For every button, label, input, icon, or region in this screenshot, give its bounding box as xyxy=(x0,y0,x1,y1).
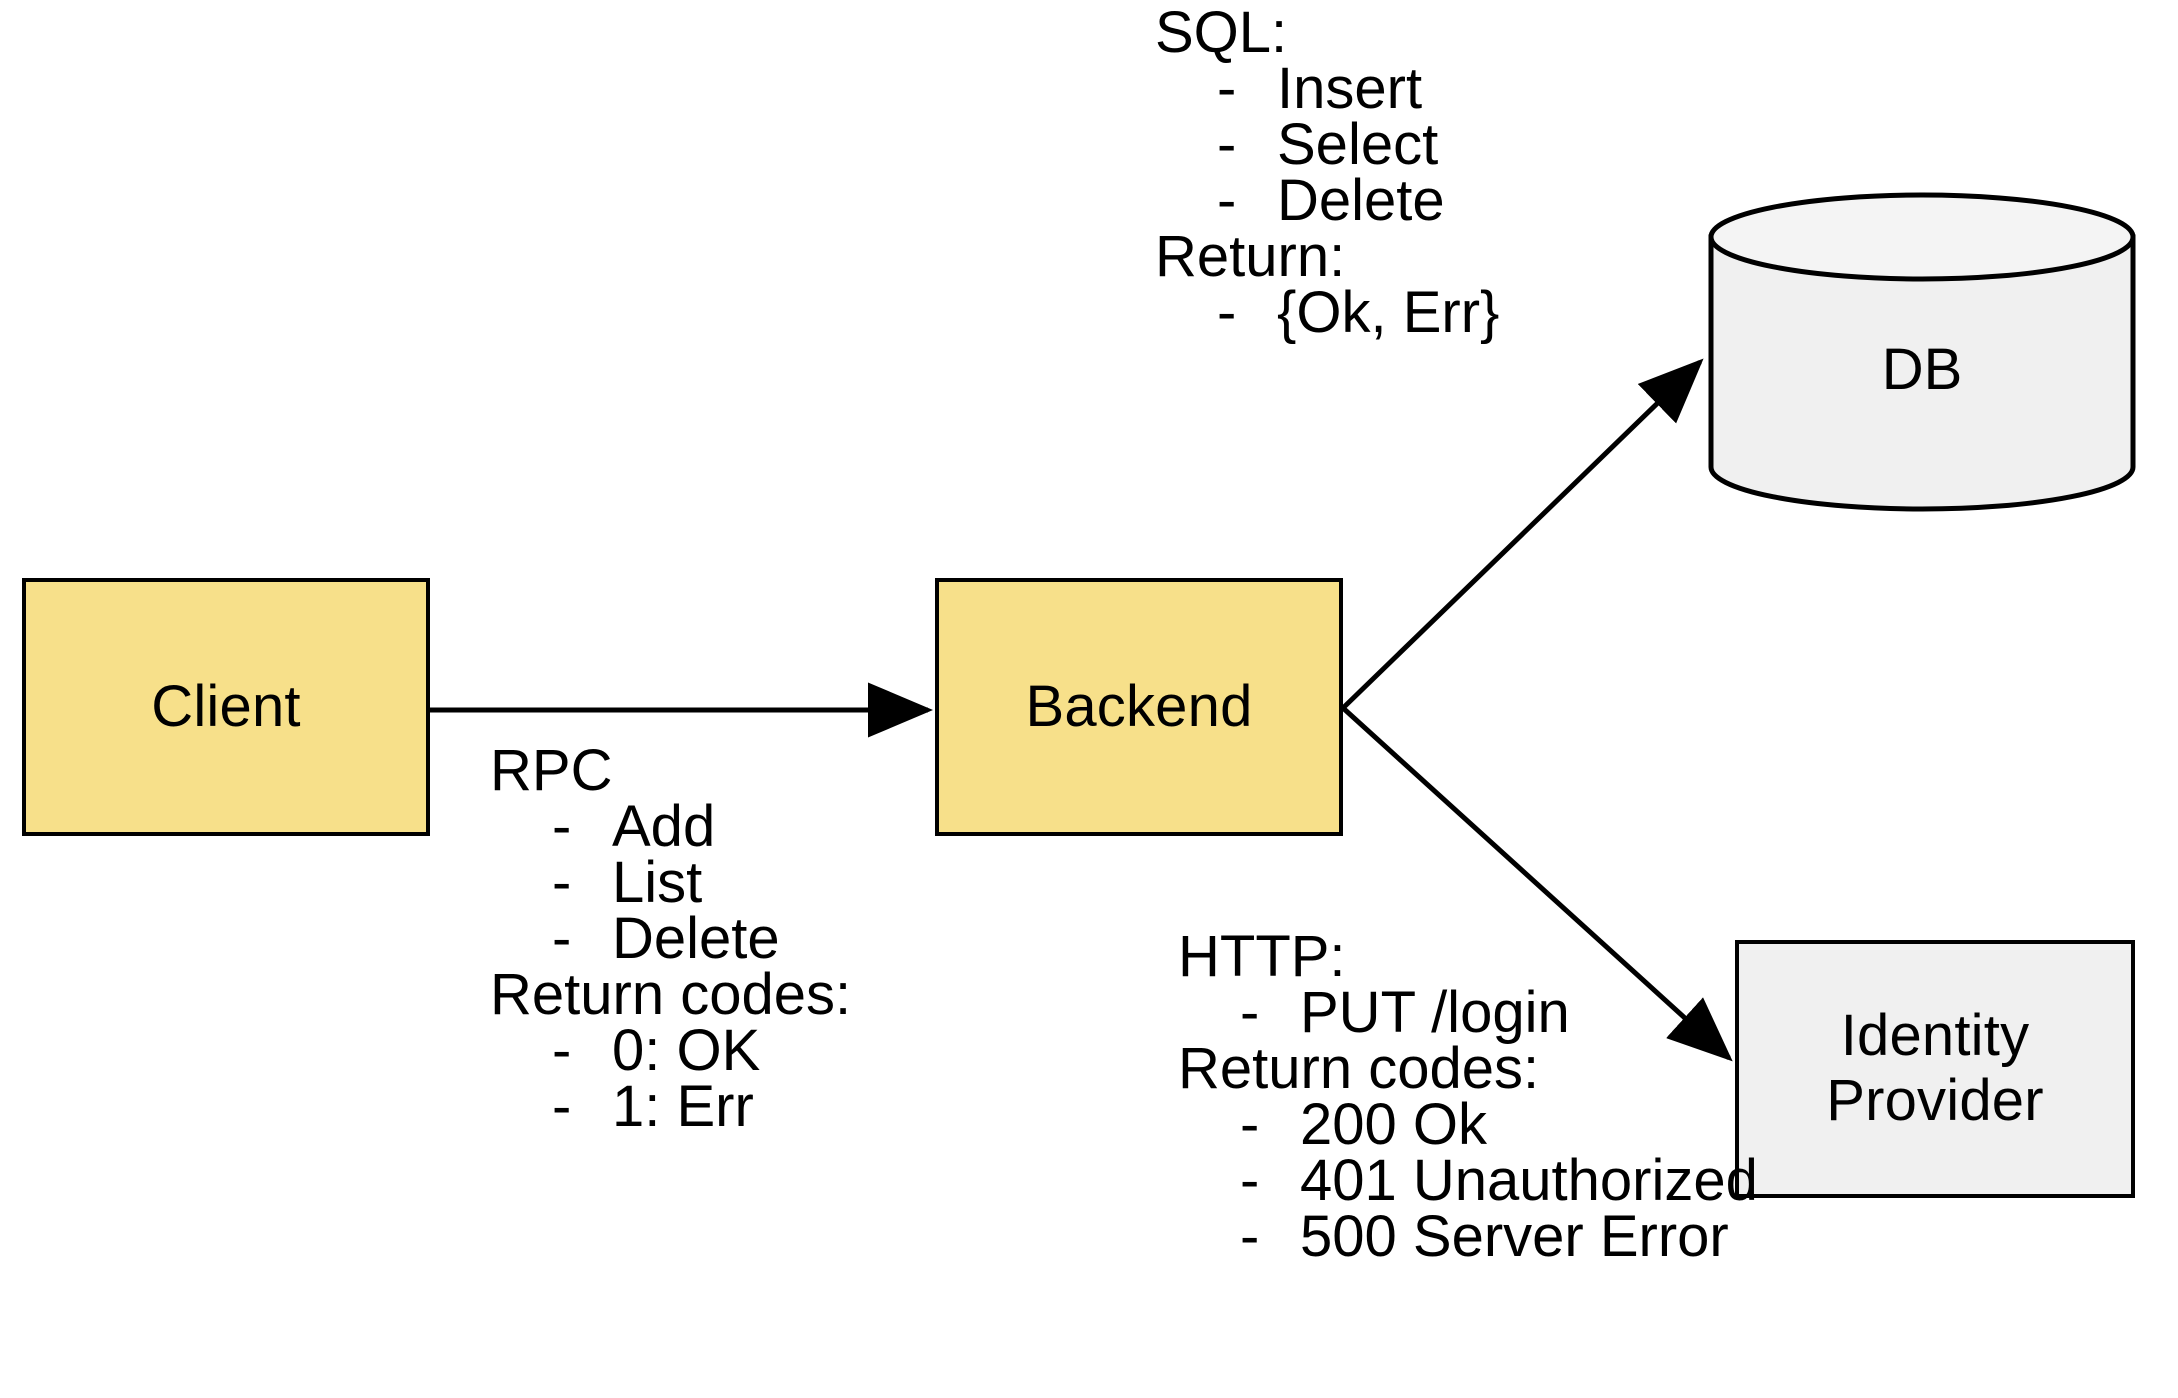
node-identity-provider[interactable]: Identity Provider xyxy=(1735,940,2135,1198)
node-db-label: DB xyxy=(1881,336,1963,402)
bullet-dash-icon: - xyxy=(552,1074,572,1139)
node-identity-provider-label-line2: Provider xyxy=(1826,1068,2044,1133)
bullet-dash-icon: - xyxy=(552,906,572,971)
node-db[interactable]: DB xyxy=(1708,192,2136,512)
bullet-dash-icon: - xyxy=(1217,168,1237,233)
annotation-rpc-method: - Delete xyxy=(490,906,851,971)
node-backend-label: Backend xyxy=(1025,673,1253,739)
annotation-sql-returns-heading: Return: xyxy=(1155,224,1346,289)
annotation-rpc-method: - List xyxy=(490,850,851,915)
annotation-http-heading: HTTP: xyxy=(1178,924,1346,989)
annotation-sql-method: - Select xyxy=(1155,112,1499,177)
annotation-sql-heading: SQL: xyxy=(1155,0,1288,65)
edge-backend-to-db xyxy=(1341,358,1704,710)
annotation-rpc-heading: RPC xyxy=(490,738,613,803)
annotation-rpc-method-label: List xyxy=(612,850,703,915)
node-backend[interactable]: Backend xyxy=(935,578,1343,836)
annotation-http-return: - 401 Unauthorized xyxy=(1178,1148,1758,1213)
bullet-dash-icon: - xyxy=(552,850,572,915)
node-db-label-wrap: DB xyxy=(1708,192,2136,512)
bullet-dash-icon: - xyxy=(1240,980,1260,1045)
annotation-sql: SQL: - Insert - Select - Delete Return: … xyxy=(1155,0,1500,345)
annotation-sql-method: - Delete xyxy=(1155,168,1499,233)
node-client-label: Client xyxy=(151,673,301,739)
bullet-dash-icon: - xyxy=(552,794,572,859)
annotation-rpc-method-label: Add xyxy=(612,794,716,859)
bullet-dash-icon: - xyxy=(1240,1148,1260,1213)
annotation-http-method-label: PUT /login xyxy=(1300,980,1570,1045)
annotation-rpc-returns-heading: Return codes: xyxy=(490,962,852,1027)
database-cylinder-icon xyxy=(1708,192,2136,512)
annotation-rpc-method-label: Delete xyxy=(612,906,780,971)
annotation-rpc-method: - Add xyxy=(490,794,851,859)
bullet-dash-icon: - xyxy=(1217,56,1237,121)
annotation-sql-method-label: Select xyxy=(1277,112,1439,177)
annotation-http-return-label: 200 Ok xyxy=(1300,1092,1487,1157)
node-identity-provider-label: Identity Provider xyxy=(1826,1003,2044,1134)
node-identity-provider-label-line1: Identity xyxy=(1840,1003,2030,1069)
annotation-rpc-return-label: 1: Err xyxy=(612,1074,754,1139)
node-client[interactable]: Client xyxy=(22,578,430,836)
bullet-dash-icon: - xyxy=(1217,280,1237,345)
annotation-sql-return: - {Ok, Err} xyxy=(1155,280,1500,345)
bullet-dash-icon: - xyxy=(552,1018,572,1083)
annotation-rpc: RPC - Add - List - Delete Return codes: … xyxy=(490,738,852,1139)
annotation-sql-method-label: Delete xyxy=(1277,168,1445,233)
annotation-http-return: - 200 Ok xyxy=(1178,1092,1758,1157)
annotation-http-return-label: 401 Unauthorized xyxy=(1300,1148,1758,1213)
annotation-rpc-return: - 0: OK xyxy=(490,1018,851,1083)
bullet-dash-icon: - xyxy=(1240,1204,1260,1269)
annotation-http-method: - PUT /login xyxy=(1178,980,1758,1045)
annotation-http-return: - 500 Server Error xyxy=(1178,1204,1758,1269)
annotation-rpc-return: - 1: Err xyxy=(490,1074,851,1139)
annotation-http-returns-heading: Return codes: xyxy=(1178,1036,1540,1101)
annotation-sql-method: - Insert xyxy=(1155,56,1499,121)
annotation-http: HTTP: - PUT /login Return codes: - 200 O… xyxy=(1178,924,1758,1269)
bullet-dash-icon: - xyxy=(1240,1092,1260,1157)
bullet-dash-icon: - xyxy=(1217,112,1237,177)
annotation-http-return-label: 500 Server Error xyxy=(1300,1204,1729,1269)
annotation-sql-return-label: {Ok, Err} xyxy=(1277,280,1500,345)
annotation-rpc-return-label: 0: OK xyxy=(612,1018,761,1083)
annotation-sql-method-label: Insert xyxy=(1277,56,1423,121)
